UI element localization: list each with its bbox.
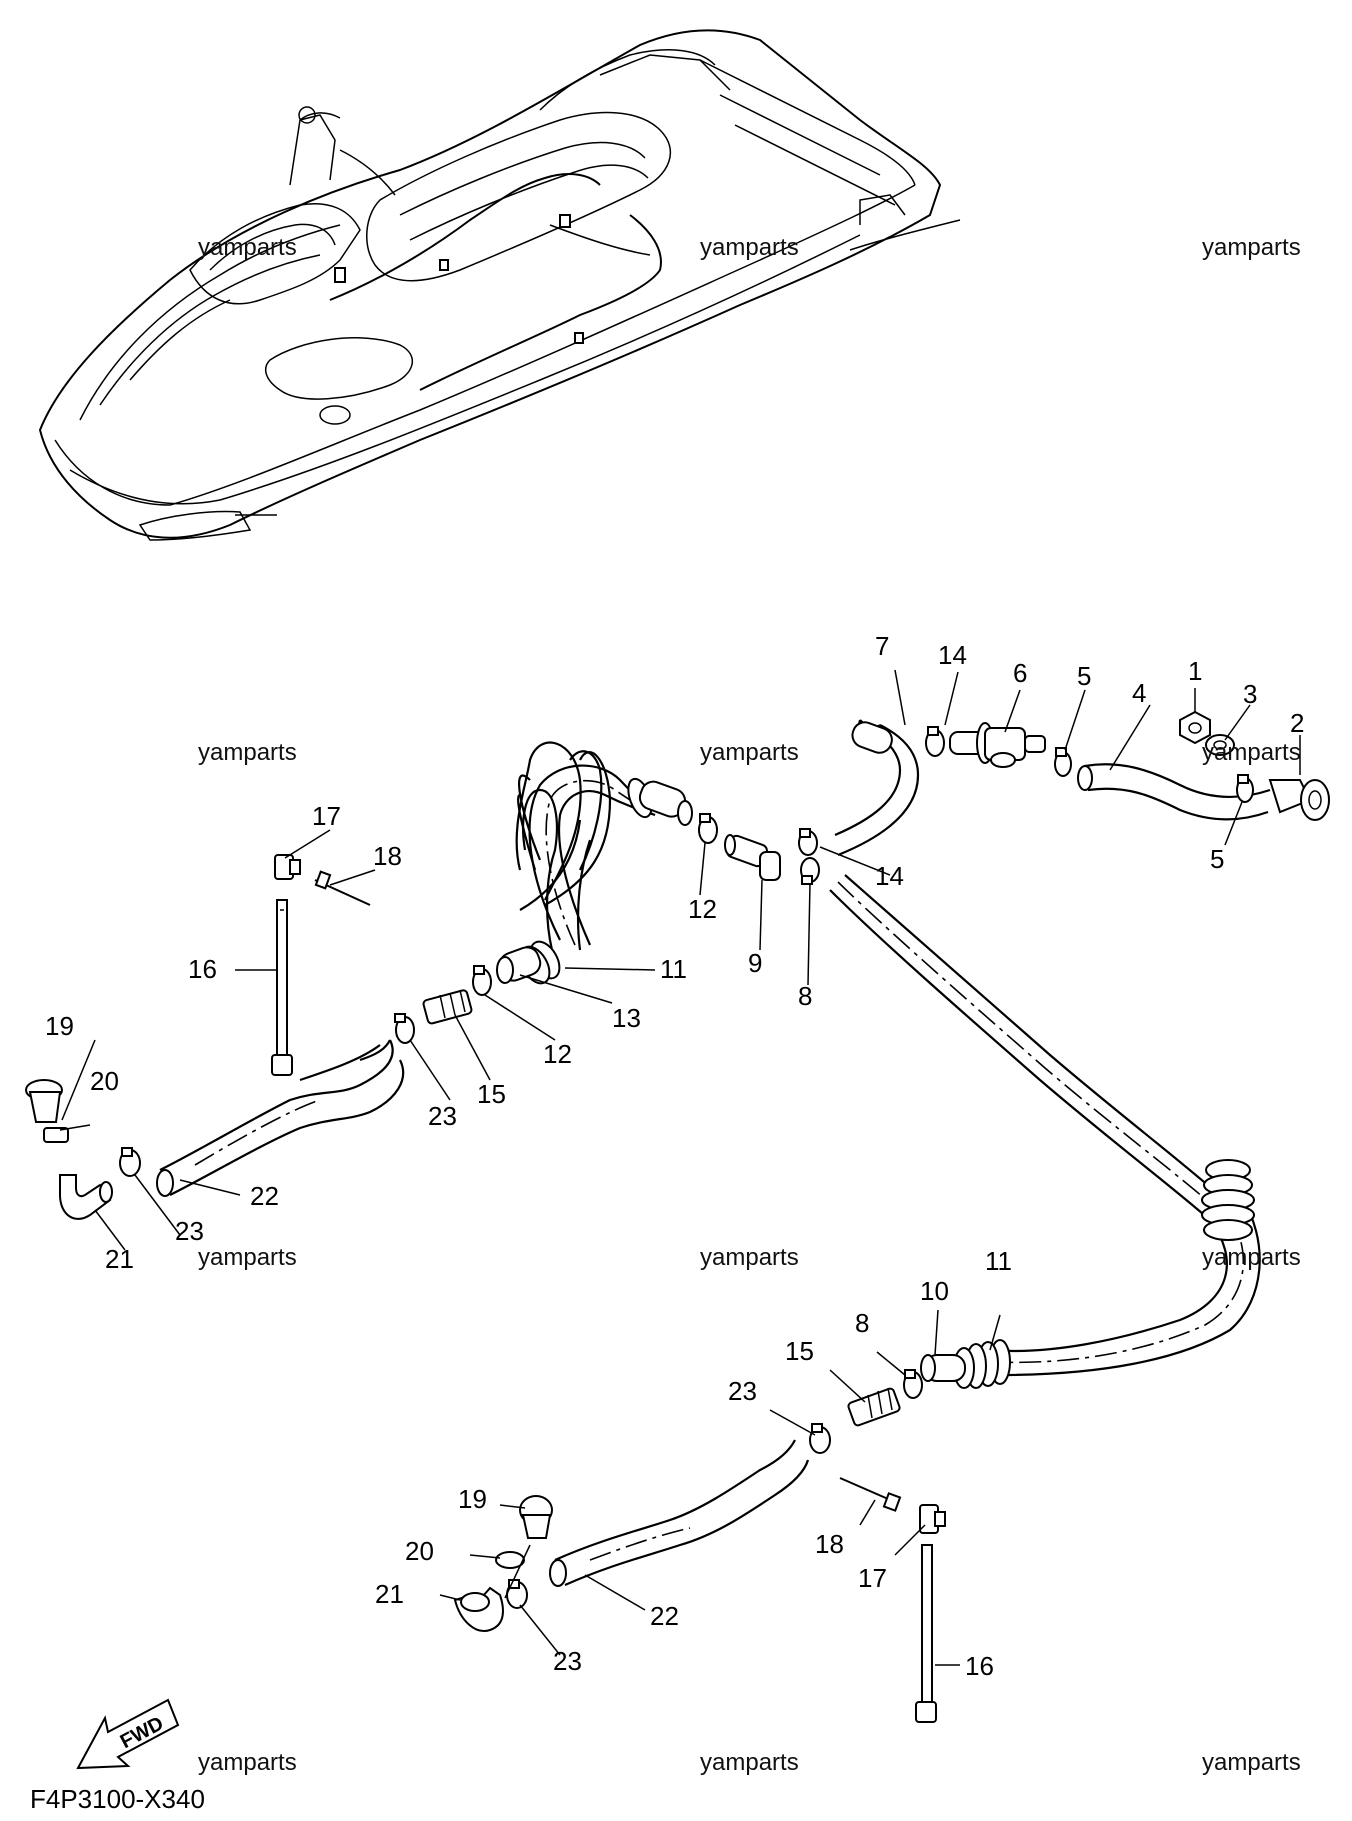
callout-9: 9 [748,948,762,978]
callout-8-bottom: 8 [855,1308,869,1338]
fwd-arrow-icon: FWD [76,1698,180,1770]
hose-clamp-8-upper [800,857,820,885]
callout-22-top: 22 [250,1181,279,1211]
fitting-2 [1268,779,1330,821]
watermark-12: yamparts [1202,1749,1301,1776]
hose-clamp-12-lower [472,965,492,996]
watermark-8: yamparts [700,1244,799,1271]
callout-11-top: 11 [660,954,687,984]
hose-clamp-5-upper [1054,747,1072,777]
watermark-7: yamparts [198,1244,297,1271]
callout-21-bottom: 21 [375,1579,404,1609]
callout-14-bottom: 14 [875,861,904,891]
joint-9 [724,834,781,881]
callout-1: 1 [1188,656,1202,686]
callout-19-top: 19 [45,1011,74,1041]
watermark-6: yamparts [1202,739,1301,766]
watermark-4: yamparts [198,739,297,766]
callout-15-bottom: 15 [785,1336,814,1366]
callout-23-bottom: 23 [553,1646,582,1676]
callout-14-top: 14 [938,640,967,670]
diagram-code: F4P3100-X340 [30,1784,205,1814]
watermark-10: yamparts [198,1749,297,1776]
callout-12-mid: 12 [543,1039,572,1069]
callout-12-top: 12 [688,894,717,924]
callout-22-bottom: 22 [650,1601,679,1631]
cap-19-lower [519,1495,553,1539]
callout-16-bottom: 16 [965,1651,994,1681]
callout-19-bottom: 19 [458,1484,487,1514]
callout-6: 6 [1013,658,1027,688]
callout-10: 10 [920,1276,949,1306]
cap-19-upper [25,1079,63,1123]
watermark-3: yamparts [1202,234,1301,261]
hose-clamp-23-lower-right [809,1423,831,1454]
watercraft-illustration [38,29,961,541]
hose-clamp-23-upper [394,1013,415,1044]
rivet-18-lower [839,1477,902,1512]
watermark-2: yamparts [700,234,799,261]
hose-clamp-5-lower [1236,774,1254,803]
callout-13: 13 [612,1003,641,1033]
callout-18-top: 18 [373,841,402,871]
valve-6 [949,722,1046,768]
callout-3: 3 [1243,679,1257,709]
callout-23-left: 23 [175,1216,204,1246]
rivet-18-upper [314,870,371,906]
callout-11-bottom: 11 [985,1246,1012,1276]
callout-18-bottom: 18 [815,1529,844,1559]
fitting-15-upper [422,989,473,1025]
elbow-21-lower [453,1586,504,1632]
hose-end-upper [627,777,693,826]
hose-bellows-right [1201,1159,1255,1241]
hose-clamp-23-lower-left [506,1579,528,1609]
elbow-21-upper [59,1174,113,1220]
hose-clamp-12-upper [698,813,718,844]
watermark-1: yamparts [198,234,297,261]
callout-17-top: 17 [312,801,341,831]
hose-clamp-23-left [119,1147,141,1177]
callout-2: 2 [1290,708,1304,738]
clip-17-lower [919,1504,946,1534]
callout-4: 4 [1132,678,1146,708]
callout-20-bottom: 20 [405,1536,434,1566]
callout-5-bottom: 5 [1210,844,1224,874]
callout-labels: 7 14 6 5 4 1 3 2 5 14 12 9 8 11 13 12 15… [45,631,1304,1681]
callout-16-top: 16 [188,954,217,984]
clip-17-upper [274,854,301,880]
hose-clamp-14-upper [925,726,945,757]
callout-5-top: 5 [1077,661,1091,691]
callout-7: 7 [875,631,889,661]
callout-20-top: 20 [90,1066,119,1096]
hose-assembly [156,719,1271,1587]
nut-20-lower [495,1551,525,1569]
watermark-11: yamparts [700,1749,799,1776]
watermarks: yamparts yamparts yamparts yamparts yamp… [198,234,1301,1776]
callout-23-top: 23 [428,1101,457,1131]
fitting-13-bellows [496,940,561,985]
nut-20-upper [43,1127,69,1143]
cable-tie-16-upper [271,899,293,1076]
callout-8-top: 8 [798,981,812,1011]
hose-clamp-8-lower [903,1369,923,1399]
fitting-15-lower [847,1387,901,1427]
small-parts [25,710,1330,1723]
callout-21-top: 21 [105,1244,134,1274]
callout-17-bottom: 17 [858,1563,887,1593]
leader-lines [59,514,1301,1666]
watermark-9: yamparts [1202,1244,1301,1271]
watermark-5: yamparts [700,739,799,766]
hose-clamp-14-lower [798,828,818,856]
washer-3 [1205,734,1235,756]
fwd-label: FWD [117,1712,168,1753]
callout-15-top: 15 [477,1079,506,1109]
callout-23-mid: 23 [728,1376,757,1406]
cable-tie-16-lower [915,1544,937,1723]
